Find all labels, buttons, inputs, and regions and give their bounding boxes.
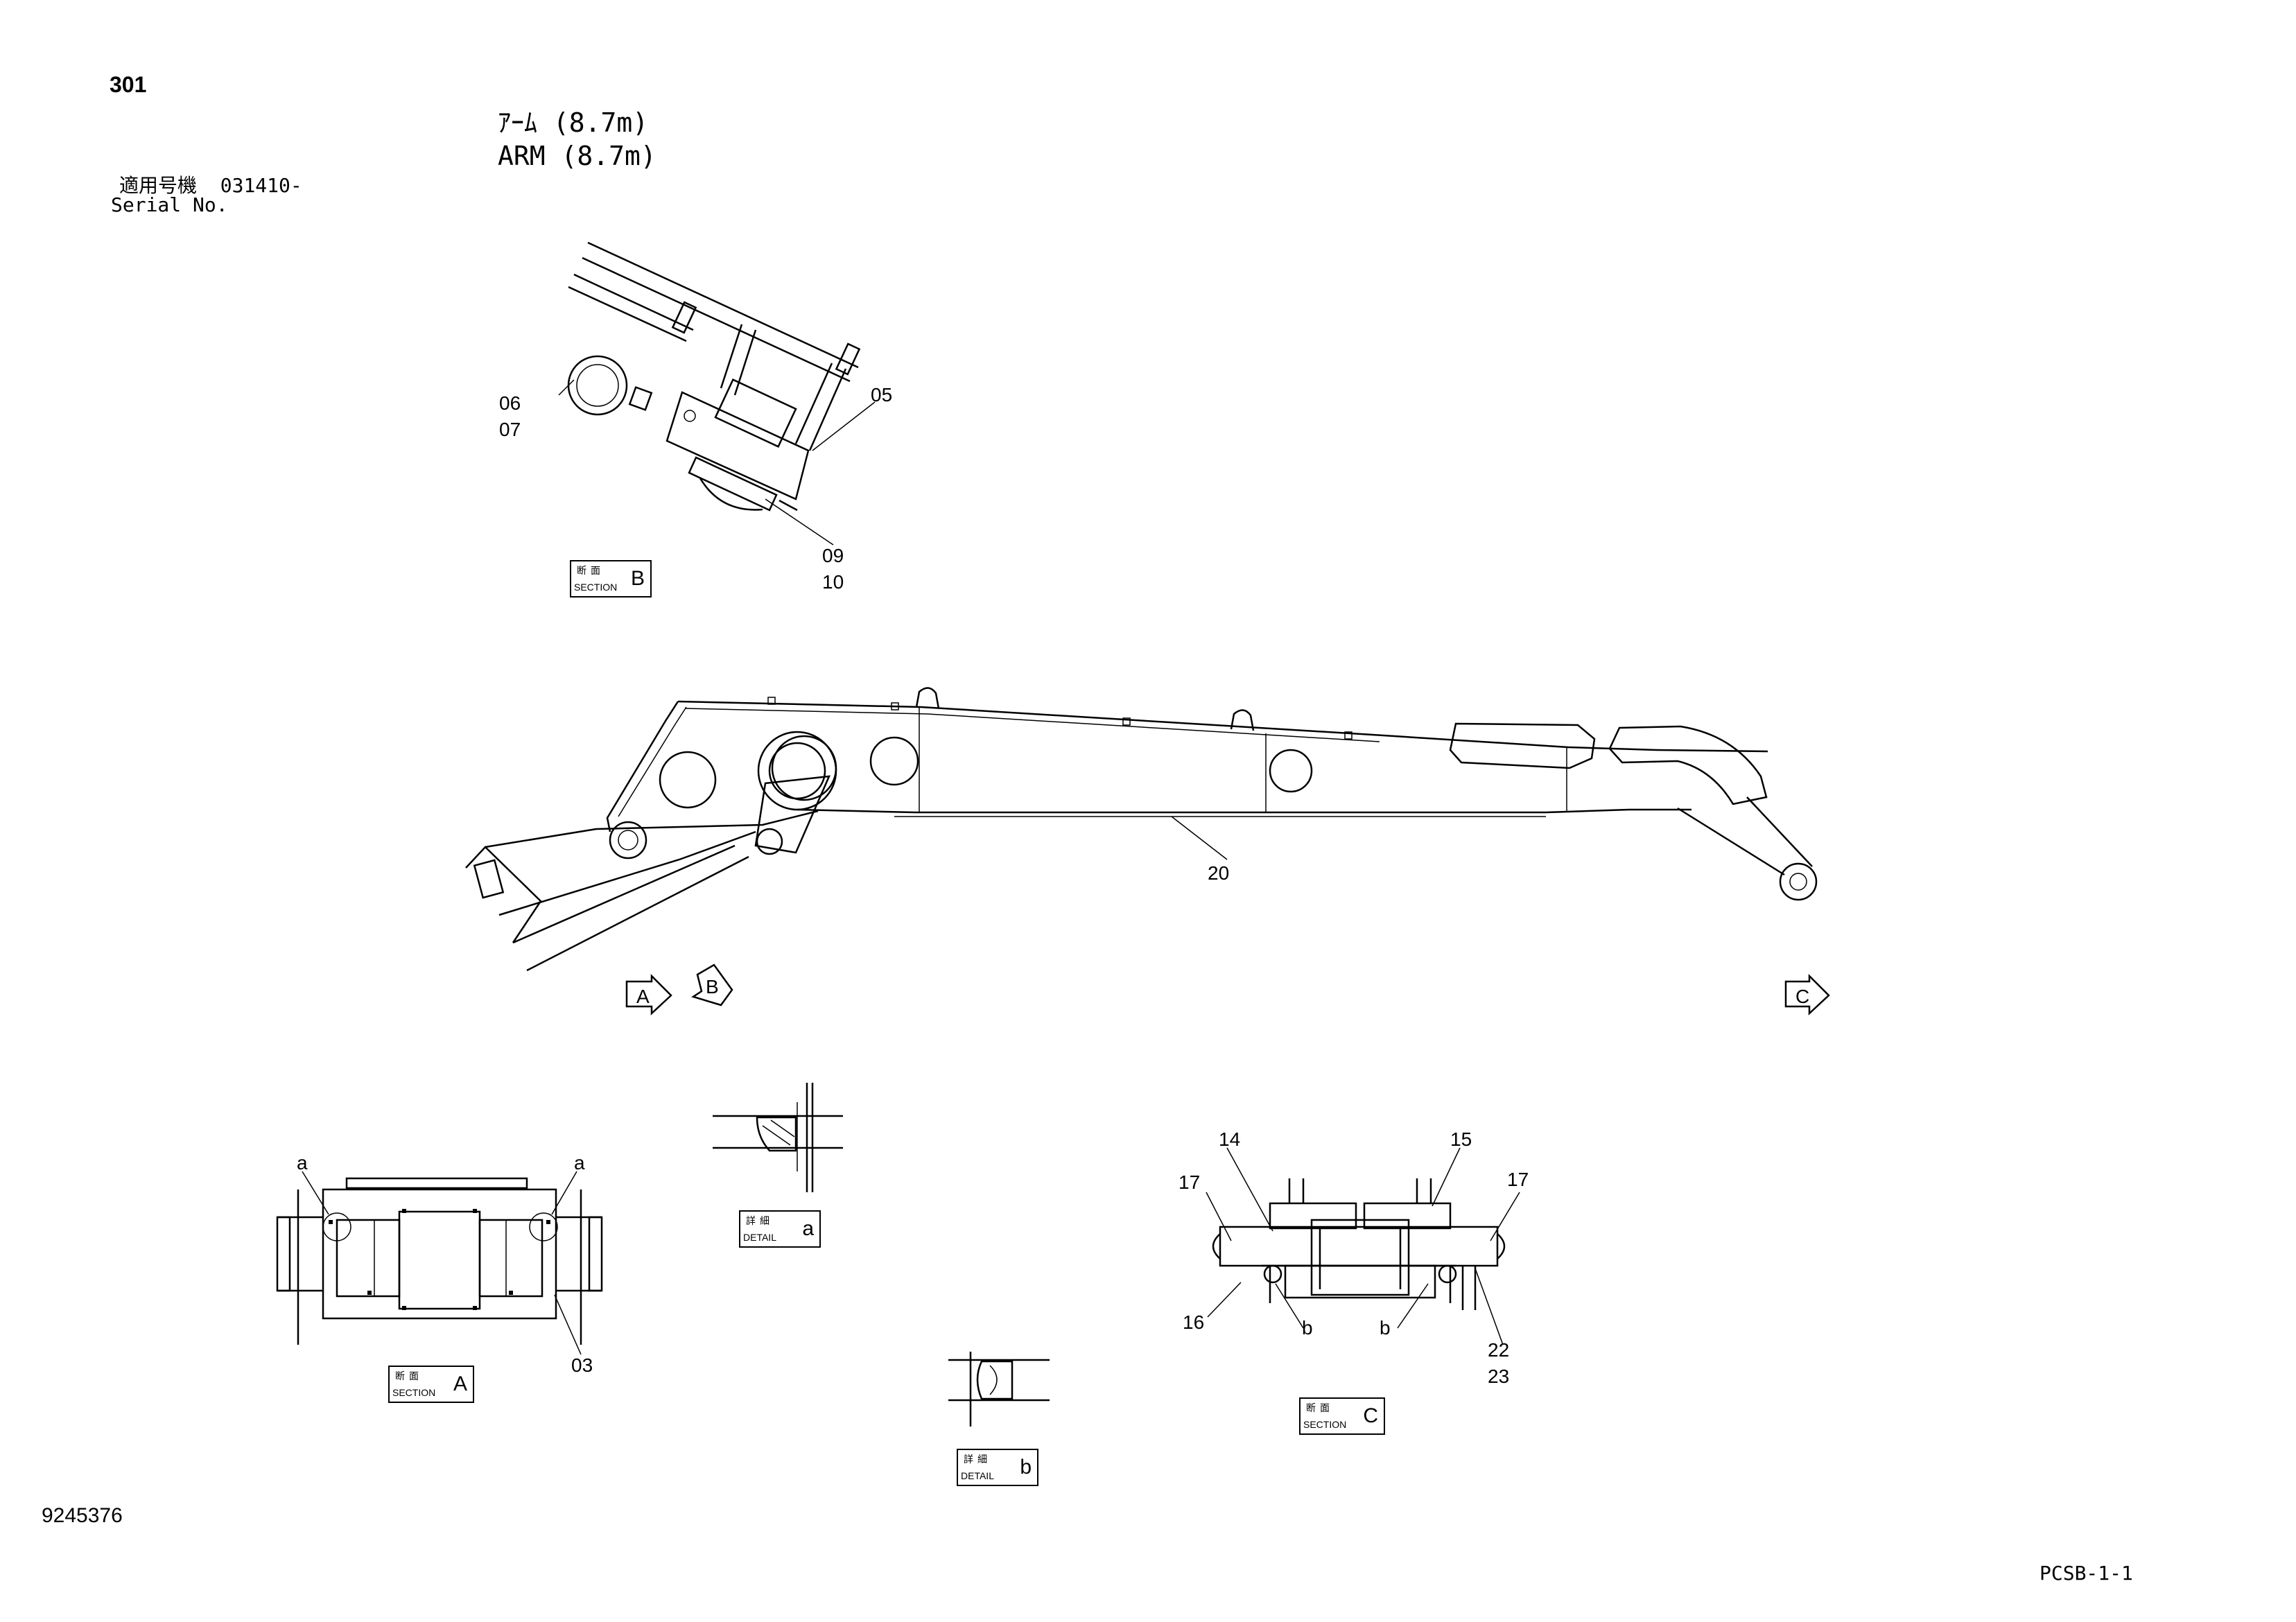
main-arm-view <box>465 687 1818 972</box>
section-b-label-letter: B <box>630 567 645 590</box>
section-b-view <box>558 241 876 546</box>
serial-label-english: Serial No. <box>111 193 228 216</box>
detail-a-label: 詳細 DETAIL a <box>739 1210 821 1248</box>
callout-20: 20 <box>1208 862 1230 884</box>
callout-17-right: 17 <box>1507 1169 1529 1190</box>
section-b-label-jp: 断面 <box>577 566 605 577</box>
title-english: ARM (8.7m) <box>498 141 656 171</box>
section-c-label: 断面 SECTION C <box>1299 1397 1385 1435</box>
title-japanese: ｱｰﾑ (8.7m) <box>498 107 649 138</box>
detail-b-label: 詳細 DETAIL b <box>957 1449 1038 1486</box>
detail-a-label-en: DETAIL <box>743 1232 776 1243</box>
drawing-number: 9245376 <box>42 1504 123 1527</box>
callout-10: 10 <box>822 571 844 593</box>
sheet-code: PCSB-1-1 <box>2040 1562 2133 1585</box>
section-a-label: 断面 SECTION A <box>388 1366 474 1403</box>
callout-16: 16 <box>1183 1311 1205 1333</box>
detail-b-label-en: DETAIL <box>961 1470 994 1481</box>
view-marker-c: C <box>1795 986 1810 1007</box>
section-b-label: 断面 SECTION B <box>570 560 652 598</box>
section-c-label-letter: C <box>1363 1404 1378 1427</box>
callout-07: 07 <box>499 419 521 440</box>
section-b-label-en: SECTION <box>574 582 618 593</box>
callout-b-left: b <box>1302 1317 1313 1338</box>
detail-a-label-letter: a <box>802 1217 814 1240</box>
serial-value: 031410- <box>220 174 302 197</box>
callout-14: 14 <box>1219 1128 1241 1150</box>
section-a-label-letter: A <box>453 1372 467 1395</box>
section-a-label-jp: 断面 <box>395 1371 423 1382</box>
callout-23: 23 <box>1488 1366 1510 1387</box>
callout-15: 15 <box>1450 1128 1472 1150</box>
section-a-label-en: SECTION <box>392 1387 436 1398</box>
callout-03: 03 <box>571 1354 593 1376</box>
page-number: 301 <box>110 72 147 97</box>
detail-b-label-letter: b <box>1020 1456 1032 1479</box>
callout-a-left: a <box>297 1152 308 1174</box>
view-arrows <box>625 963 1830 1015</box>
section-c-label-jp: 断面 <box>1306 1403 1334 1414</box>
detail-b-view <box>948 1352 1050 1427</box>
detail-a-view <box>713 1083 843 1192</box>
callout-17-left: 17 <box>1179 1171 1201 1193</box>
section-c-label-en: SECTION <box>1303 1419 1347 1430</box>
callout-22: 22 <box>1488 1339 1510 1361</box>
detail-b-label-jp: 詳細 <box>964 1454 991 1465</box>
callout-06: 06 <box>499 392 521 414</box>
serial-label-japanese: 適用号機 031410- <box>119 176 302 195</box>
callout-09: 09 <box>822 545 844 566</box>
view-marker-b: B <box>706 976 719 997</box>
callout-b-right: b <box>1380 1317 1391 1338</box>
detail-a-label-jp: 詳細 <box>746 1216 774 1227</box>
serial-label-jp-text: 適用号機 <box>119 174 198 197</box>
view-marker-a: A <box>636 986 650 1007</box>
section-c-view <box>1206 1147 1520 1345</box>
section-a-view <box>276 1171 603 1355</box>
callout-a-right: a <box>574 1152 585 1174</box>
callout-05: 05 <box>871 384 893 406</box>
